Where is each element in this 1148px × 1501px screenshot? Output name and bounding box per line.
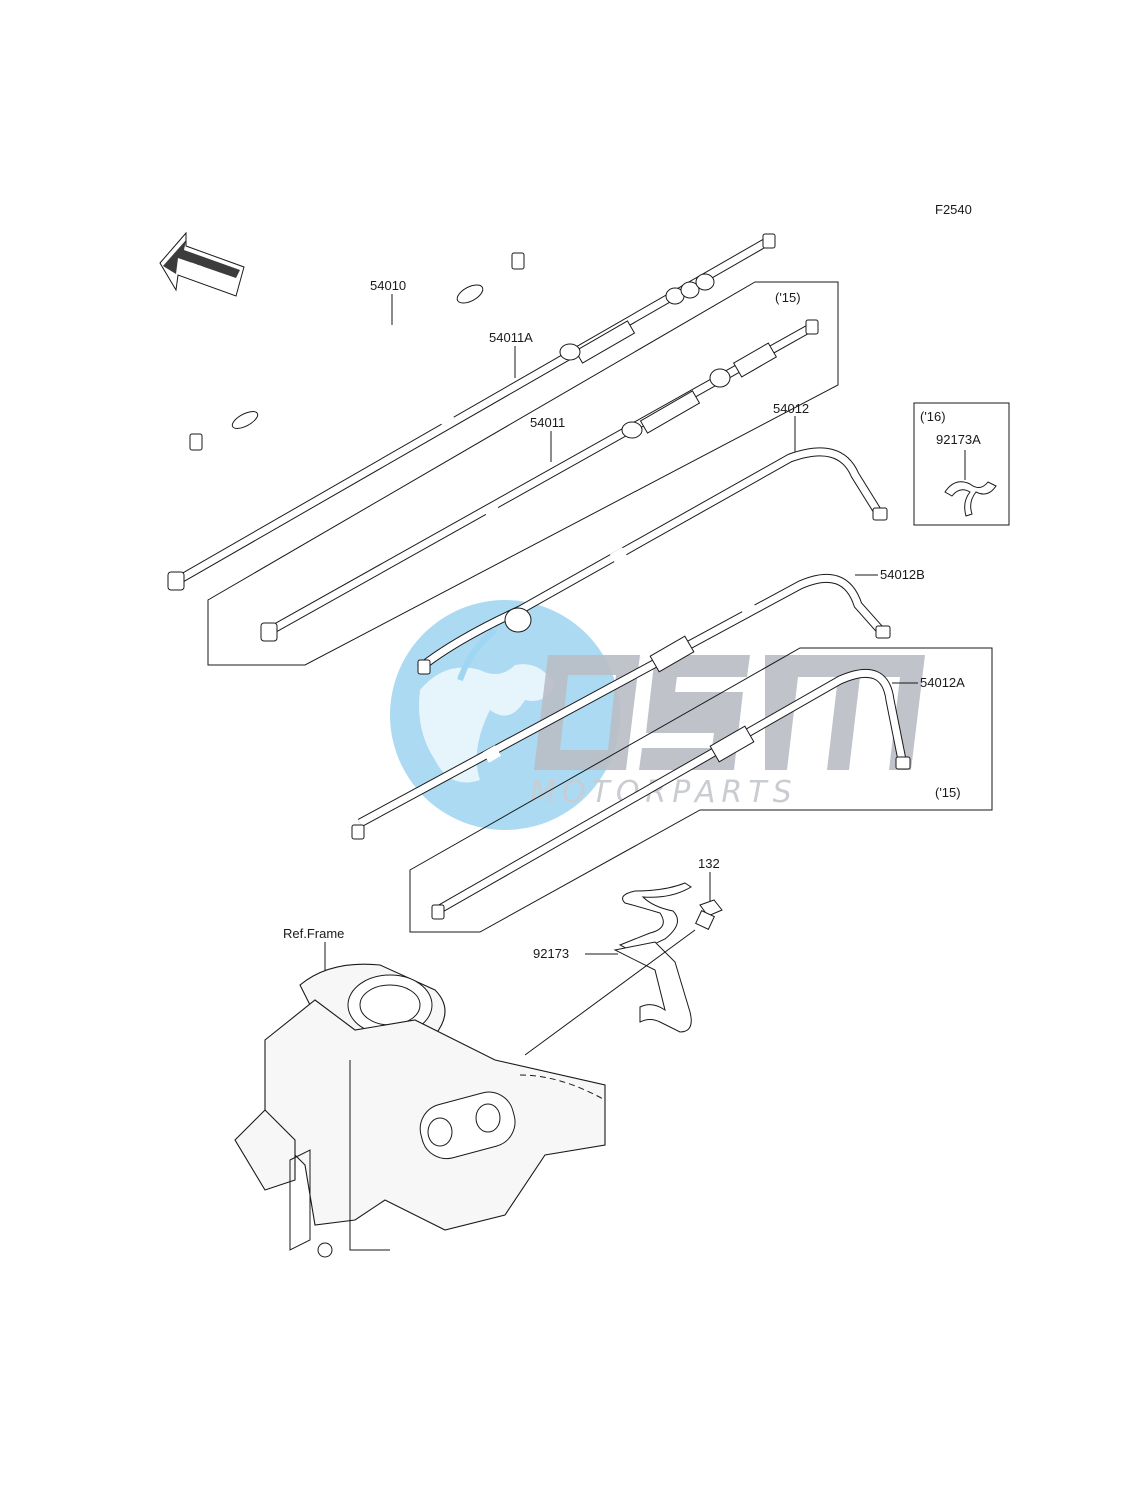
label-ref-frame: Ref.Frame <box>283 926 344 941</box>
front-arrow-icon: FRONT <box>159 231 245 297</box>
bracket-92173-icon <box>613 882 692 1033</box>
cable-54010 <box>189 252 525 451</box>
bolt-132-icon <box>695 899 723 930</box>
group-box-15-upper <box>207 281 839 666</box>
cable-54011 <box>260 319 819 642</box>
label-54011: 54011 <box>530 415 565 430</box>
label-132: 132 <box>698 856 720 871</box>
cable-54012A <box>431 668 911 920</box>
cable-54012B <box>351 573 891 840</box>
label-54011A: 54011A <box>489 330 533 345</box>
label-54012A: 54012A <box>920 675 965 690</box>
group-box-15-lower <box>409 647 993 933</box>
clamp-92173A-icon <box>944 481 997 517</box>
watermark-continents <box>419 664 555 783</box>
figure-code: F2540 <box>935 202 972 217</box>
year-tag-box1: ('15) <box>775 290 801 305</box>
frame-illustration <box>234 963 606 1258</box>
label-92173: 92173 <box>533 946 569 961</box>
label-92173A: 92173A <box>936 432 981 447</box>
cable-54012 <box>417 447 888 681</box>
year-tag-inset: ('16) <box>920 409 946 424</box>
label-54012: 54012 <box>773 401 809 416</box>
label-54010: 54010 <box>370 278 406 293</box>
inset-box-16 <box>913 402 1010 526</box>
label-54012B: 54012B <box>880 567 925 582</box>
year-tag-box2: ('15) <box>935 785 961 800</box>
cable-54011A <box>167 233 776 591</box>
